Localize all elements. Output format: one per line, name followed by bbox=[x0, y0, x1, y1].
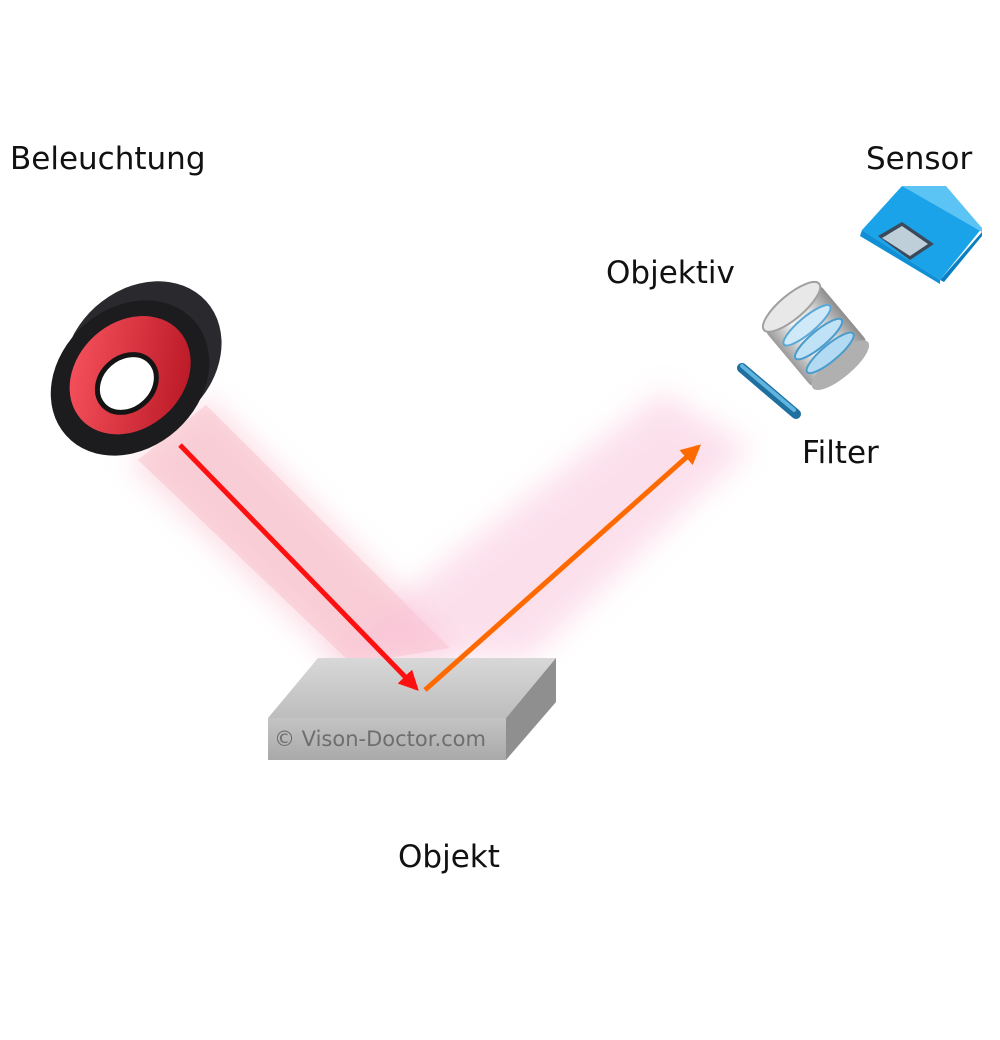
sensor-label: Sensor bbox=[866, 141, 973, 177]
lens-label: Objektiv bbox=[606, 255, 735, 291]
incident-ray-arrow bbox=[178, 443, 419, 691]
sensor-icon bbox=[860, 186, 982, 284]
incident-light-beam bbox=[128, 398, 458, 668]
filter-icon bbox=[737, 363, 801, 419]
filter-label: Filter bbox=[802, 435, 879, 471]
reflected-ray-arrow bbox=[423, 444, 701, 692]
object-label: Objekt bbox=[398, 839, 500, 875]
watermark: © Vison-Doctor.com bbox=[274, 727, 486, 751]
lens-icon bbox=[761, 280, 870, 391]
object-block-icon: © Vison-Doctor.com bbox=[268, 658, 556, 760]
incident-light-beam-core bbox=[138, 405, 450, 664]
illumination-label: Beleuchtung bbox=[10, 141, 206, 177]
ring-light-icon bbox=[50, 281, 222, 456]
reflected-light-beam bbox=[320, 392, 750, 660]
